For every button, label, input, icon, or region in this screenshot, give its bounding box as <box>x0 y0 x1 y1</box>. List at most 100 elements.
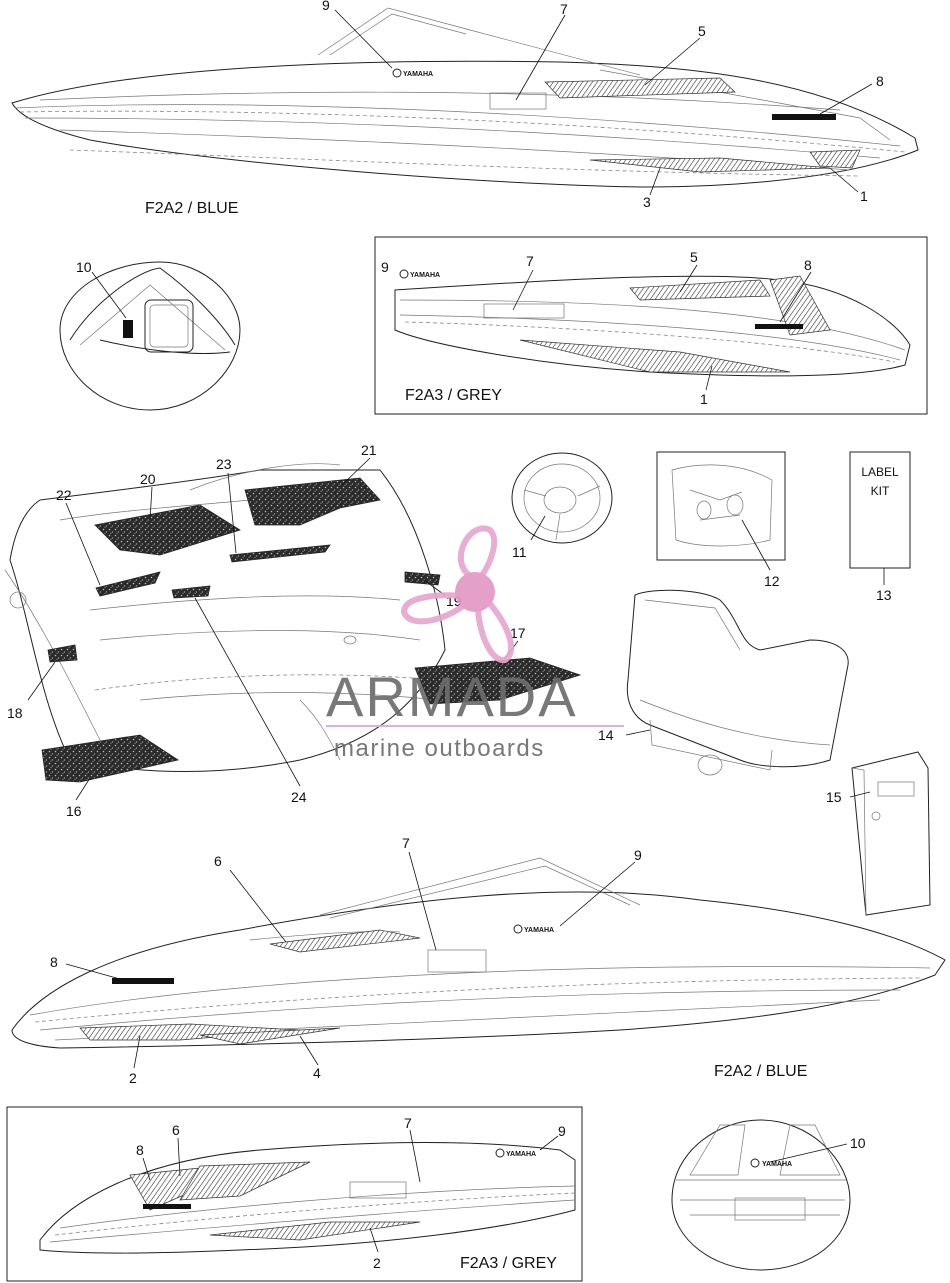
mat-16 <box>41 734 180 783</box>
decal-7-top <box>489 92 547 110</box>
top-boat-side-view: YAMAHA <box>11 7 919 188</box>
svg-text:YAMAHA: YAMAHA <box>524 927 554 934</box>
callout-number: 11 <box>512 544 527 560</box>
callout-number: 9 <box>634 847 642 863</box>
caption-bottom-grey: F2A3 / GREY <box>460 1255 557 1272</box>
caption-top-blue: F2A2 / BLUE <box>145 200 238 217</box>
svg-text:YAMAHA: YAMAHA <box>410 272 440 279</box>
callout-number: 8 <box>136 1142 144 1158</box>
callout-number: 9 <box>381 259 389 275</box>
mat-17 <box>414 657 582 705</box>
callout-number: 5 <box>690 249 698 265</box>
decal-10-badge <box>123 320 133 338</box>
inset-grey-bottom: YAMAHA 8 6 7 9 2 F2A3 / GREY <box>6 1106 583 1282</box>
mat-21 <box>244 477 381 526</box>
svg-text:YAMAHA: YAMAHA <box>762 1161 792 1168</box>
callout-number: 6 <box>172 1122 180 1138</box>
inset-grey-top: YAMAHA 9 7 5 8 1 F2A3 / GREY <box>374 236 928 415</box>
decal-4-bottom <box>199 1027 341 1045</box>
callout-number: 13 <box>876 587 892 603</box>
callout-number: 17 <box>510 625 526 641</box>
mat-19 <box>404 571 441 586</box>
callout-number: 10 <box>76 259 92 275</box>
armada-watermark: ARMADA marine outboards <box>326 525 624 762</box>
decal-8-grey-bottom <box>143 1204 191 1209</box>
item-13-label-kit: LABEL KIT 13 <box>849 451 911 603</box>
item-11-steering-wheel: 11 <box>511 452 613 560</box>
yamaha-logo-grey-bottom: YAMAHA <box>495 1148 536 1158</box>
callout-number: 9 <box>322 0 330 13</box>
interior-cockpit-view <box>4 463 582 783</box>
top-boat-callouts: 9 7 5 8 1 3 F2A2 / BLUE <box>145 0 884 217</box>
decal-5-grey <box>629 279 771 301</box>
callout-number: 14 <box>598 727 614 743</box>
callout-number: 7 <box>404 1115 412 1131</box>
bottom-boat-side-view: YAMAHA <box>11 857 946 1049</box>
decal-7-bottom <box>427 949 487 973</box>
callout-number: 7 <box>526 253 534 269</box>
callout-number: 23 <box>216 456 232 472</box>
callout-number: 6 <box>214 853 222 869</box>
callout-number: 16 <box>66 803 82 819</box>
callout-number: 5 <box>698 23 706 39</box>
item-15-label-card: 15 <box>826 751 931 916</box>
callout-number: 20 <box>140 471 156 487</box>
mat-24 <box>171 585 211 599</box>
propeller-logo-icon <box>400 525 515 663</box>
decal-6-bottom <box>269 929 421 953</box>
decal-3-top <box>589 157 831 173</box>
watermark-tagline: marine outboards <box>334 735 545 762</box>
item-12-console-label: 12 <box>656 451 786 589</box>
decal-8-grey <box>755 324 803 329</box>
item-14-storage-liner: 14 <box>598 589 849 776</box>
callout-number: 15 <box>826 789 842 805</box>
yamaha-logo-grey: YAMAHA <box>399 269 440 279</box>
decal-7-grey-bottom <box>349 1181 407 1199</box>
callout-number: 4 <box>313 1065 321 1081</box>
callout-number: 24 <box>291 789 307 805</box>
callout-number: 8 <box>876 73 884 89</box>
callout-number: 18 <box>7 705 23 721</box>
caption-inset-grey: F2A3 / GREY <box>405 387 502 404</box>
label-kit-line2: KIT <box>871 484 890 498</box>
caption-bottom-blue: F2A2 / BLUE <box>714 1063 807 1080</box>
mat-23 <box>229 544 331 563</box>
callout-number: 7 <box>560 1 568 17</box>
svg-text:YAMAHA: YAMAHA <box>403 71 433 78</box>
callout-number: 9 <box>558 1123 566 1139</box>
decal-8-bottom <box>112 978 174 984</box>
callout-number: 1 <box>860 188 868 204</box>
callout-number: 12 <box>764 573 780 589</box>
svg-text:YAMAHA: YAMAHA <box>506 1151 536 1158</box>
callout-number: 22 <box>56 487 72 503</box>
callout-number: 8 <box>804 257 812 273</box>
bottom-boat-callouts: 6 7 9 8 2 4 F2A2 / BLUE <box>50 835 807 1086</box>
yamaha-logo-top: YAMAHA <box>392 68 433 78</box>
callout-number: 8 <box>50 954 58 970</box>
mat-20 <box>94 504 241 556</box>
yamaha-logo-bottom: YAMAHA <box>513 924 554 934</box>
mat-22 <box>95 571 161 597</box>
interior-callouts: 22 20 23 21 19 17 18 16 24 <box>7 442 526 819</box>
callout-number: 21 <box>361 442 377 458</box>
watermark-brand: ARMADA <box>326 665 578 728</box>
detail-10-stern-badge: YAMAHA 10 <box>671 1119 866 1271</box>
callout-number: 10 <box>850 1135 866 1151</box>
callout-number: 7 <box>402 835 410 851</box>
decal-5-top <box>544 77 736 99</box>
mat-18 <box>47 644 78 663</box>
decal-10-stern <box>750 1158 760 1168</box>
decal-1-grey <box>519 339 791 373</box>
decal-7-grey <box>483 303 565 319</box>
detail-10-bow-badge: 10 <box>59 259 241 411</box>
callout-number: 2 <box>129 1070 137 1086</box>
label-kit-line1: LABEL <box>861 465 899 479</box>
decal-6-grey <box>179 1161 311 1201</box>
callout-number: 1 <box>700 391 708 407</box>
decal-1-top <box>809 149 861 169</box>
callout-number: 2 <box>373 1255 381 1271</box>
decal-2-grey <box>209 1221 421 1241</box>
callout-number: 3 <box>643 194 651 210</box>
decal-8-top <box>772 114 836 120</box>
